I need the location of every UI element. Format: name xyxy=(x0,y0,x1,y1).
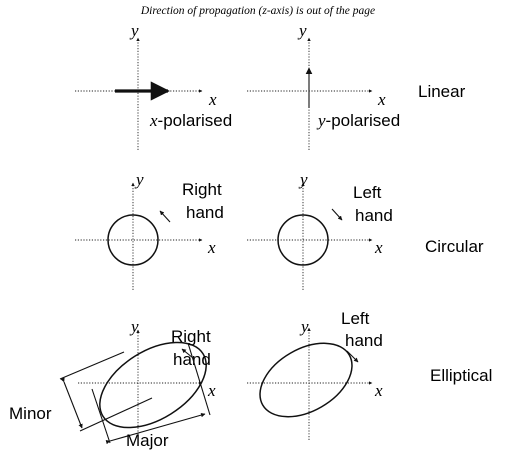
y-axis-label: y xyxy=(134,170,144,189)
hand-label-line1: Left xyxy=(353,183,382,202)
hand-label-line1: Right xyxy=(182,180,222,199)
x-polarised-caption: x-polarised xyxy=(149,111,232,130)
row-label-circular: Circular xyxy=(425,237,484,256)
linear-x-polarised-panel: y x x-polarised xyxy=(75,21,232,150)
y-axis-label: y xyxy=(129,21,139,40)
hand-label-line2: hand xyxy=(186,203,224,222)
caption-text: -polarised xyxy=(326,111,401,130)
y-axis-label: y xyxy=(298,170,308,189)
caption-variable: y xyxy=(316,111,326,130)
rotation-arrow xyxy=(346,350,359,363)
major-axis-label: Major xyxy=(126,431,169,450)
hand-label-line2: hand xyxy=(173,350,211,369)
elliptical-left-hand-panel: y x Left hand xyxy=(247,309,383,440)
x-axis-label: x xyxy=(374,238,383,257)
hand-label-line1: Right xyxy=(171,327,211,346)
x-axis-label: x xyxy=(208,90,217,109)
polarisation-circle xyxy=(277,214,329,266)
x-axis-label: x xyxy=(207,238,216,257)
rotation-arrow xyxy=(181,348,194,359)
linear-y-polarised-panel: y x y-polarised xyxy=(247,21,400,150)
caption-variable: x xyxy=(149,111,158,130)
x-axis-label: x xyxy=(207,381,216,400)
polarisation-ellipse xyxy=(259,342,353,418)
hand-label-line2: hand xyxy=(345,331,383,350)
y-axis-label: y xyxy=(299,317,309,336)
elliptical-right-hand-panel: y x Right hand Minor Major xyxy=(9,317,216,450)
row-label-elliptical: Elliptical xyxy=(430,366,492,385)
minor-dimension-line xyxy=(60,377,83,429)
minor-extension-upper xyxy=(59,351,125,380)
minor-axis-label: Minor xyxy=(9,404,52,423)
rotation-arrow xyxy=(331,208,343,221)
row-label-linear: Linear xyxy=(418,82,466,101)
hand-label-line1: Left xyxy=(341,309,370,328)
circular-left-hand-panel: y x Left hand xyxy=(247,170,393,290)
y-axis-label: y xyxy=(297,21,307,40)
x-axis-label: x xyxy=(377,90,386,109)
rotation-arrow xyxy=(159,210,171,223)
y-polarised-caption: y-polarised xyxy=(316,111,400,130)
y-axis-label: y xyxy=(129,317,139,336)
major-dimension-line xyxy=(105,412,206,445)
diagram-title: Direction of propagation (z-axis) is out… xyxy=(140,5,375,17)
x-axis-label: x xyxy=(374,381,383,400)
major-extension-right xyxy=(187,342,211,416)
hand-label-line2: hand xyxy=(355,206,393,225)
caption-text: -polarised xyxy=(158,111,233,130)
polarisation-circle xyxy=(107,214,159,266)
circular-right-hand-panel: y x Right hand xyxy=(75,170,224,290)
